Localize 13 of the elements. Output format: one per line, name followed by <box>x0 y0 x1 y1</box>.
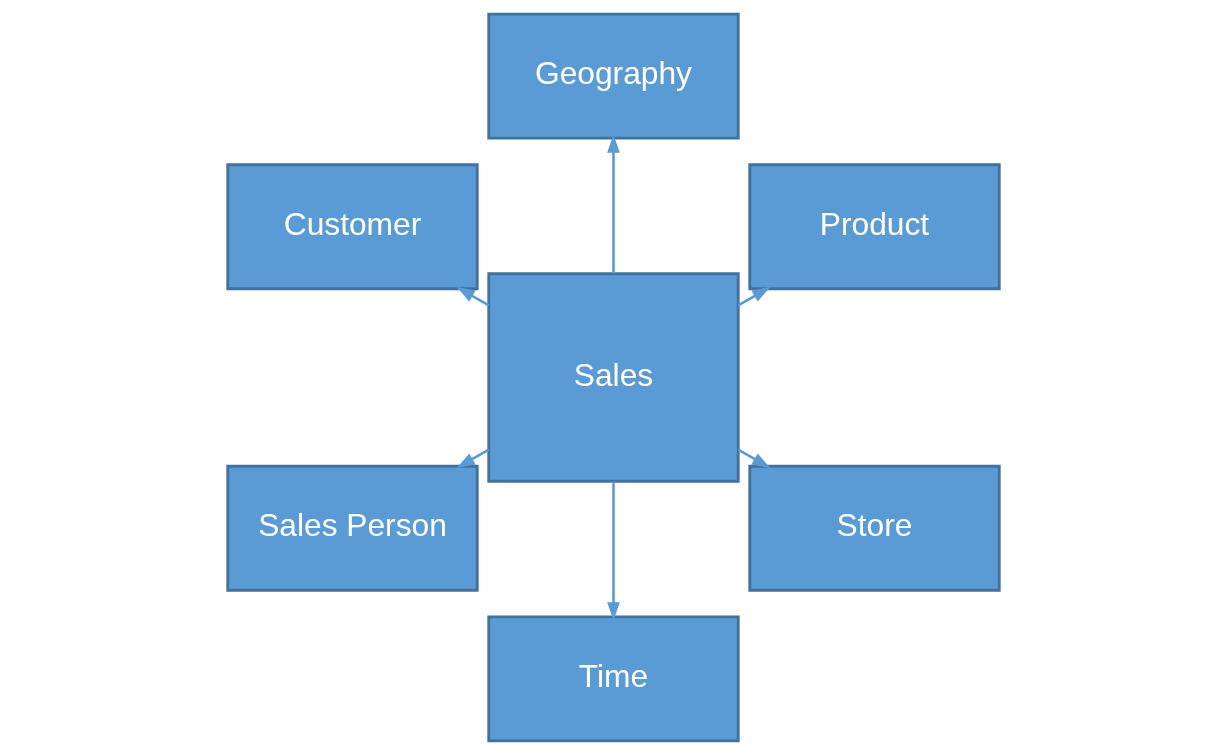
node-box: Store <box>747 464 1001 592</box>
arrow <box>456 448 489 469</box>
arrow <box>737 286 770 307</box>
node-box: Time <box>486 615 740 743</box>
node-box: Geography <box>486 12 740 140</box>
node-box: Sales <box>486 272 740 483</box>
node-box: Product <box>747 163 1001 291</box>
arrow <box>606 481 620 621</box>
node-box: Sales Person <box>225 464 479 592</box>
arrow <box>737 448 770 469</box>
node-box: Customer <box>225 163 479 291</box>
arrow <box>606 134 620 274</box>
arrow <box>456 286 489 307</box>
